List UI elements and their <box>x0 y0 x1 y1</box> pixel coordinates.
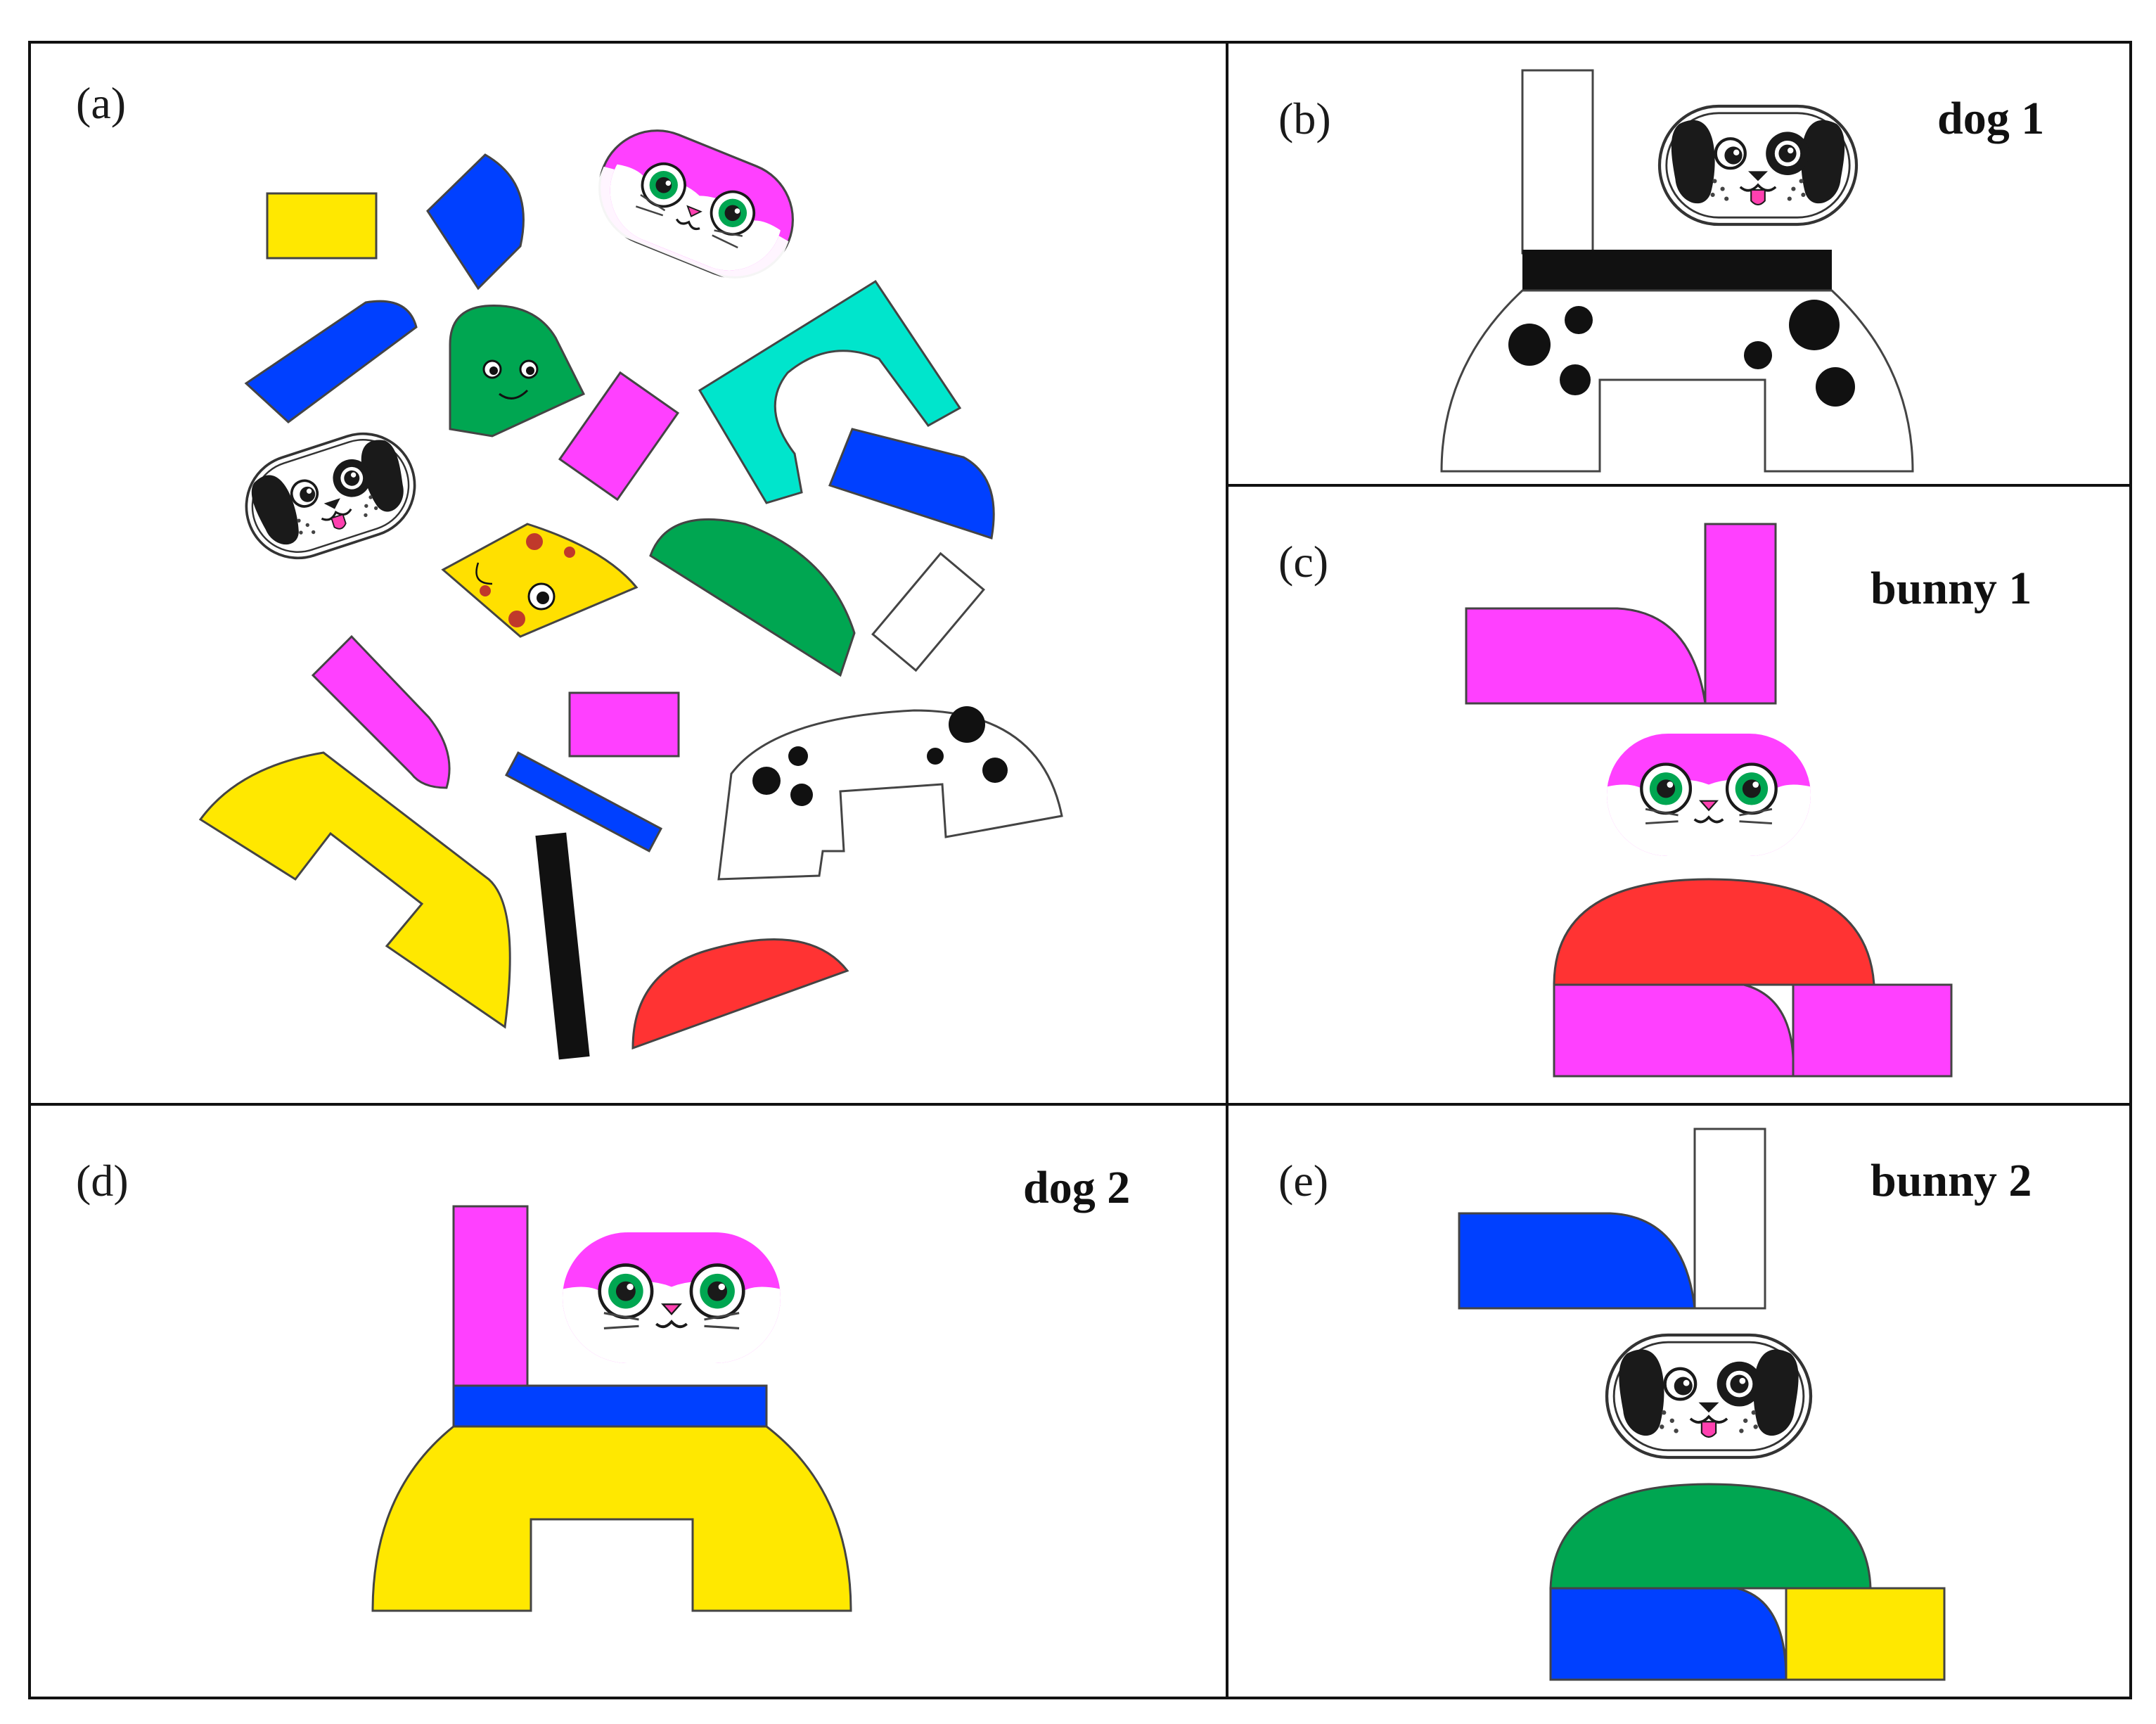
panel-e-label: (e) <box>1278 1156 1328 1206</box>
panel-d: (d) dog 2 <box>76 1156 1130 1612</box>
bunny-face-icon <box>1607 734 1811 856</box>
bunny2-blue-foot-curved <box>1549 1587 1788 1681</box>
dog1-spots <box>1508 300 1855 407</box>
bunny2-yellow-foot-rect <box>1785 1587 1946 1681</box>
dog-face-piece <box>231 419 430 573</box>
red-half-block <box>631 938 849 1050</box>
pink-center-block <box>568 691 680 758</box>
dog2-blue-collar <box>452 1384 768 1428</box>
panel-grid <box>28 41 2132 1699</box>
bunny2-white-ear-upright <box>1693 1128 1766 1310</box>
dog1-white-tail <box>1521 69 1594 255</box>
dog-1-title: dog 1 <box>1937 93 2044 144</box>
dog2-pink-tail <box>452 1205 529 1387</box>
dog-2-title: dog 2 <box>1023 1162 1130 1213</box>
blue-quarter-block <box>426 153 525 290</box>
bunny1-red-body <box>1553 878 1875 986</box>
blue-bar-block <box>504 751 663 853</box>
white-block <box>871 551 985 672</box>
panel-e: (e) bunny 2 <box>1278 1128 2032 1681</box>
dog-face-icon <box>1607 1335 1811 1457</box>
bunny-face-icon <box>563 1232 781 1363</box>
blue-ear-block <box>244 300 418 423</box>
yellow-arch-block <box>198 751 511 1029</box>
blue-half-block <box>828 428 995 539</box>
dalmatian-body-piece <box>717 706 1063 881</box>
panel-b-label: (b) <box>1278 94 1331 143</box>
pink-ear-block <box>311 634 451 789</box>
bunny2-green-body <box>1549 1483 1872 1590</box>
yellow-block <box>266 192 378 260</box>
cheese-face-piece <box>441 523 639 638</box>
bunny1-pink-ear-bent <box>1465 607 1707 705</box>
cyan-arch-block <box>698 279 962 504</box>
green-half-block <box>649 518 856 677</box>
bunny2-blue-ear-bent <box>1458 1212 1696 1310</box>
dog-face-icon <box>1660 106 1856 224</box>
panel-a-label: (a) <box>76 78 126 128</box>
panel-c: (c) bunny 1 <box>1278 523 2032 1078</box>
panel-c-label: (c) <box>1278 537 1328 587</box>
bunny-2-title: bunny 2 <box>1871 1155 2032 1206</box>
panel-b: (b) dog 1 <box>1278 69 2044 473</box>
pink-block <box>558 371 680 502</box>
bunny1-pink-foot-curved <box>1553 983 1795 1078</box>
bunny-1-title: bunny 1 <box>1871 563 2032 614</box>
black-bar-block <box>535 832 590 1060</box>
panel-d-label: (d) <box>76 1156 129 1206</box>
bunny1-pink-foot-rect <box>1792 983 1953 1078</box>
bunny-face-piece <box>582 113 810 295</box>
dog2-yellow-body <box>371 1425 852 1612</box>
panel-a: (a) <box>76 78 1063 1060</box>
bunny1-pink-ear-upright <box>1704 523 1777 705</box>
pieces <box>198 113 1063 1060</box>
frog-face-piece <box>449 305 586 438</box>
dog1-black-collar <box>1522 250 1832 290</box>
